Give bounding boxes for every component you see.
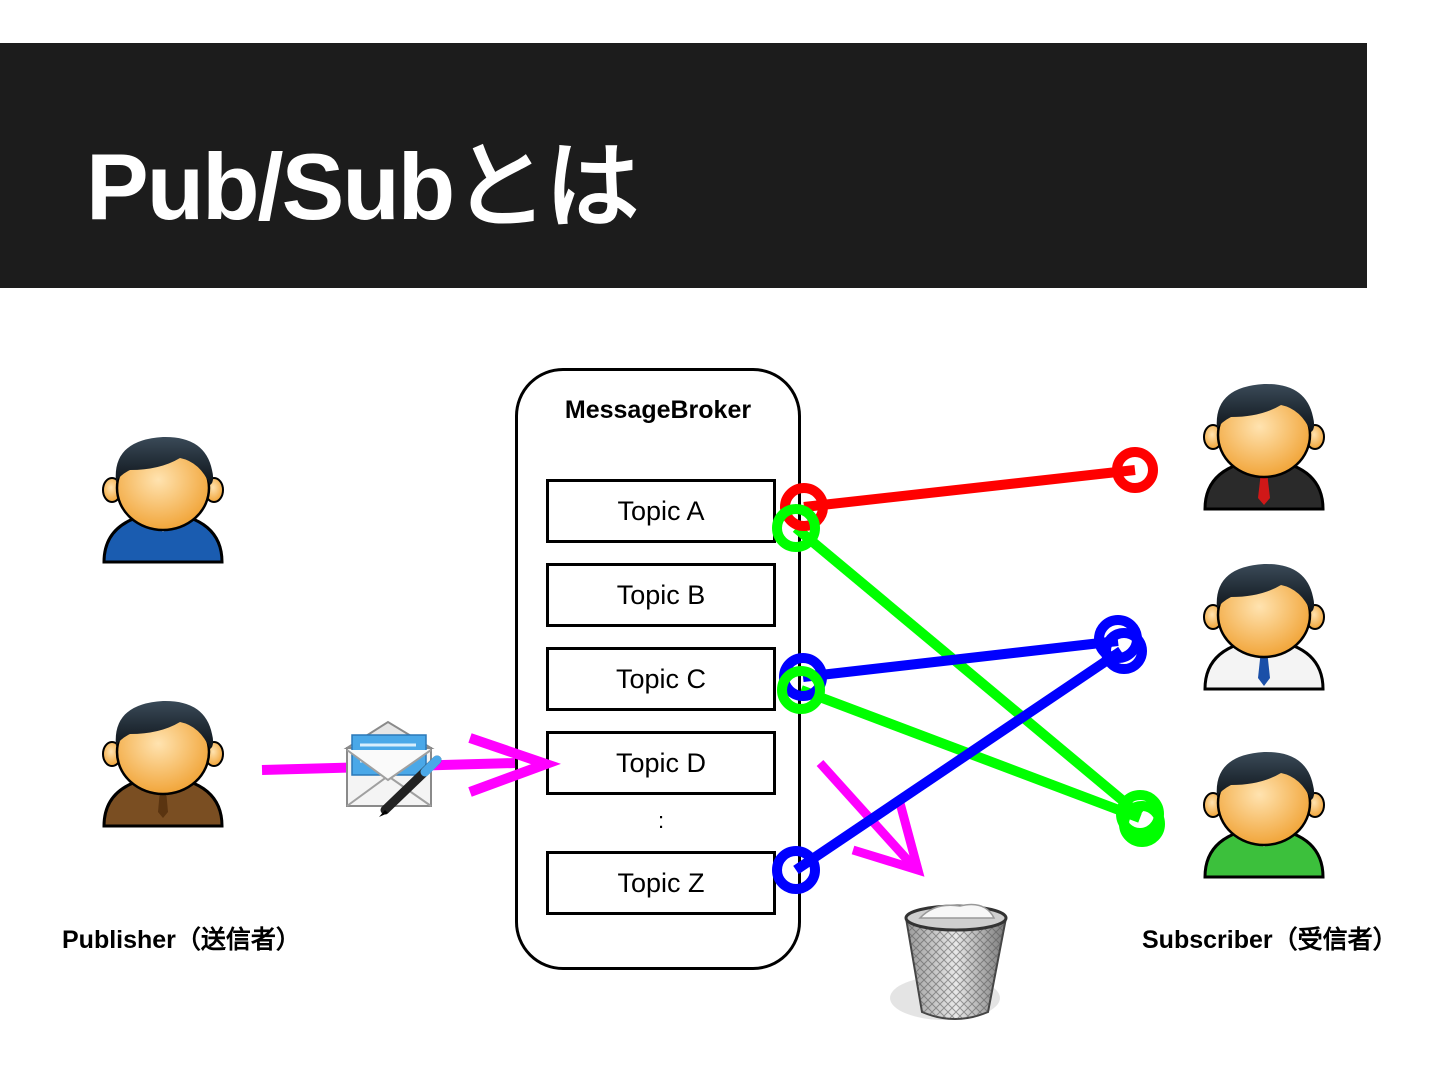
subscriber-2-person-icon <box>1203 563 1325 691</box>
slide-title: Pub/Subとは <box>86 134 639 239</box>
publisher-1-person-icon <box>102 436 224 564</box>
subscriber-1-endpoint-ring <box>1112 447 1158 493</box>
subscriber-3-endpoint-ring-2 <box>1119 801 1165 847</box>
topic-a-box: Topic A <box>546 479 776 543</box>
publisher-label: Publisher（送信者） <box>62 926 301 954</box>
subscriber-1-person-icon <box>1203 383 1325 511</box>
topic-d-box: Topic D <box>546 731 776 795</box>
trash-bin-icon <box>890 903 1008 1020</box>
topic-b-box: Topic B <box>546 563 776 627</box>
topic-z-box: Topic Z <box>546 851 776 915</box>
topic-a-green-endpoint-ring <box>772 504 820 552</box>
subscriber-label: Subscriber（受信者） <box>1142 926 1398 954</box>
envelope-with-pen-icon <box>343 720 442 817</box>
topic-a-subscription-link <box>803 465 1136 512</box>
message-broker-title: MessageBroker <box>564 396 752 424</box>
topic-z-subscription-link <box>793 636 1124 875</box>
subscriber-3-person-icon <box>1203 751 1325 879</box>
publisher-2-person-icon <box>102 700 224 828</box>
topic-c-green-endpoint-ring <box>777 666 825 714</box>
discard-arrow <box>816 759 925 877</box>
topic-c-box: Topic C <box>546 647 776 711</box>
title-bar <box>0 43 1367 288</box>
topic-ellipsis: : <box>657 808 665 833</box>
subscriber-2-endpoint-ring-2 <box>1101 628 1147 674</box>
topic-z-endpoint-ring <box>772 846 820 894</box>
